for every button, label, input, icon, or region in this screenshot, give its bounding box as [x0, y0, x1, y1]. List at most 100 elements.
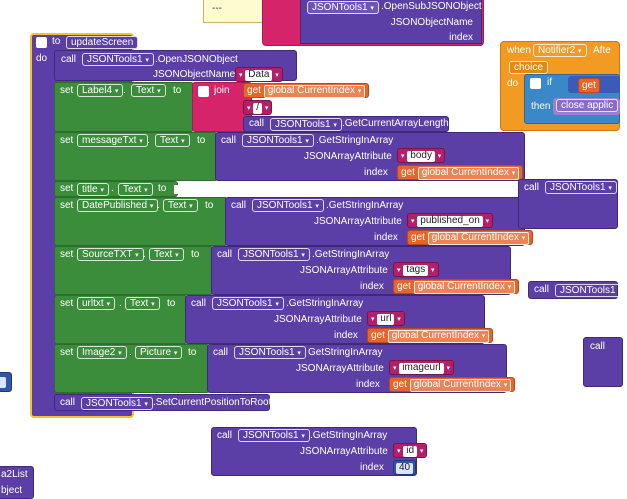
get-variable-block[interactable]: get global CurrentIndex ▾: [243, 83, 370, 98]
param-label: index: [360, 462, 384, 473]
call-keyword: call: [61, 54, 77, 65]
string-block[interactable]: ▾ body ▾: [397, 148, 446, 163]
to-keyword: to: [173, 85, 182, 96]
get-variable-block[interactable]: get global CurrentIndex ▾: [393, 279, 520, 294]
param-label: index: [334, 330, 358, 341]
get-variable-block[interactable]: get global CurrentIndex ▾: [397, 165, 524, 180]
component-chip[interactable]: JSONTools1 ▾: [242, 134, 314, 147]
call-get-string-in-array-loose[interactable]: call JSONTools1 ▾ .GetStringInArray JSON…: [211, 427, 417, 476]
comment-text: ---: [212, 3, 222, 14]
gear-icon[interactable]: [530, 78, 541, 89]
set-keyword: set: [60, 85, 74, 96]
param-label: JSONObjectName: [153, 69, 236, 80]
method-label: GetStringInArray: [308, 347, 383, 358]
join-label: join: [214, 85, 230, 96]
property-chip[interactable]: Text ▾: [125, 297, 160, 310]
param-label: index: [360, 281, 384, 292]
component-chip[interactable]: JSONTools1 ▾: [238, 429, 310, 442]
param-label: JSONArrayAttribute: [296, 363, 384, 374]
empty-socket[interactable]: [174, 185, 180, 194]
left-fragment-block[interactable]: a2List bject: [0, 466, 34, 499]
set-image-picture[interactable]: set Image2 ▾ . Picture ▾ to: [54, 344, 210, 393]
method-label: .GetStringInArray: [312, 249, 390, 260]
number-block[interactable]: 40: [393, 460, 417, 475]
param-label: index: [364, 167, 388, 178]
param-label: index: [449, 32, 473, 43]
component-chip[interactable]: JSONTools1 ▾: [81, 397, 153, 410]
param-label: index: [374, 232, 398, 243]
string-block[interactable]: ▾ tags ▾: [393, 262, 439, 277]
component-chip[interactable]: JSONTools1 ▾: [270, 118, 342, 131]
to-keyword: to: [52, 36, 61, 47]
set-label4-text[interactable]: set Label4 ▾ . Text ▾ to: [54, 82, 194, 132]
component-chip[interactable]: JSONTools1 ▾: [82, 53, 154, 66]
property-chip[interactable]: Text ▾: [149, 248, 184, 261]
component-chip[interactable]: Label4 ▾: [77, 84, 124, 97]
call-open-json-object[interactable]: call JSONTools1 ▾ .OpenJSONObject JSONOb…: [54, 50, 297, 82]
get-variable-block[interactable]: get global CurrentIndex ▾: [407, 230, 534, 245]
param-label: JSONArrayAttribute: [274, 314, 362, 325]
join-block[interactable]: join: [192, 82, 252, 132]
call-keyword: call: [249, 118, 265, 129]
string-block[interactable]: ▾ imageurl ▾: [389, 360, 454, 375]
string-block[interactable]: ▾ Data ▾: [235, 67, 283, 82]
component-chip[interactable]: JSONTools1 ▾: [555, 284, 627, 297]
component-chip[interactable]: SourceTXT ▾: [77, 248, 144, 261]
property-chip[interactable]: Picture ▾: [135, 346, 183, 359]
method-label: .OpenSubJSONObject: [381, 1, 482, 12]
string-block[interactable]: ▾ / ▾: [243, 100, 273, 115]
method-label: .GetStringInArray: [326, 200, 404, 211]
call-block-partial[interactable]: call JSONTools1 ▾: [518, 179, 618, 229]
set-url-text[interactable]: set urltxt ▾ . Text ▾ to: [54, 295, 188, 344]
set-message-text[interactable]: set messageTxt ▾ . Text ▾ to: [54, 132, 218, 181]
param-label: JSONArrayAttribute: [300, 265, 388, 276]
gear-icon[interactable]: [198, 86, 209, 97]
component-chip[interactable]: JSONTools1 ▾: [545, 181, 617, 194]
close-application-block[interactable]: close applic: [553, 98, 620, 115]
string-block[interactable]: ▾ url ▾: [367, 311, 405, 326]
param-label: JSONObjectName: [390, 17, 473, 28]
component-chip[interactable]: Notifier2 ▾: [533, 44, 587, 57]
param-label: index: [356, 379, 380, 390]
component-chip[interactable]: urltxt ▾: [77, 297, 115, 310]
event-param-chip[interactable]: choice: [509, 61, 548, 74]
get-variable-block[interactable]: get global CurrentIndex ▾: [367, 328, 494, 343]
set-date-published[interactable]: set DatePublished ▾ . Text ▾ to: [54, 197, 228, 246]
component-chip[interactable]: JSONTools1 ▾: [252, 199, 324, 212]
set-source-text[interactable]: set SourceTXT ▾ . Text ▾ to: [54, 246, 214, 295]
param-label: JSONArrayAttribute: [304, 151, 392, 162]
top-call-block[interactable]: JSONTools1 ▾ .OpenSubJSONObject JSONObje…: [300, 0, 482, 44]
method-label: .GetStringInArray: [316, 135, 394, 146]
method-label: .GetCurrentArrayLength: [342, 118, 449, 129]
method-label: .SetCurrentPositionToRoot: [153, 397, 272, 408]
component-chip[interactable]: messageTxt ▾: [77, 134, 148, 147]
component-chip[interactable]: JSONTools1 ▾: [212, 297, 284, 310]
property-chip[interactable]: Text ▾: [155, 134, 190, 147]
procedure-name-field[interactable]: updateScreen: [66, 36, 139, 49]
string-block[interactable]: ▾ id ▾: [393, 443, 428, 458]
call-block-partial[interactable]: call JSONTools1 ▾: [528, 281, 627, 299]
get-variable-block[interactable]: get: [578, 78, 600, 93]
collapse-toggle-icon[interactable]: [36, 37, 47, 48]
property-chip[interactable]: Text ▾: [131, 84, 166, 97]
component-chip[interactable]: JSONTools1 ▾: [238, 248, 310, 261]
component-chip[interactable]: title ▾: [77, 183, 109, 196]
do-keyword: do: [36, 53, 48, 64]
call-block-partial[interactable]: call: [583, 337, 623, 387]
method-label: .GetStringInArray: [286, 298, 364, 309]
string-block[interactable]: ▾ published_on ▾: [407, 213, 494, 228]
left-fragment-block[interactable]: [0, 372, 12, 392]
param-label: JSONArrayAttribute: [300, 446, 388, 457]
component-chip[interactable]: JSONTools1 ▾: [234, 346, 306, 359]
call-get-array-length[interactable]: call JSONTools1 ▾ .GetCurrentArrayLength: [243, 116, 449, 132]
param-label: JSONArrayAttribute: [314, 216, 402, 227]
method-label: .OpenJSONObject: [155, 54, 238, 65]
property-chip[interactable]: Text ▾: [118, 183, 153, 196]
set-title-text[interactable]: set title ▾ . Text ▾ to: [54, 181, 180, 197]
component-chip[interactable]: Image2 ▾: [77, 346, 127, 359]
property-chip[interactable]: Text ▾: [163, 199, 198, 212]
component-chip[interactable]: DatePublished ▾: [77, 199, 159, 212]
call-set-position-to-root[interactable]: call JSONTools1 ▾ .SetCurrentPositionToR…: [54, 394, 272, 411]
component-chip[interactable]: JSONTools1 ▾: [307, 1, 379, 14]
get-variable-block[interactable]: get global CurrentIndex ▾: [389, 377, 516, 392]
